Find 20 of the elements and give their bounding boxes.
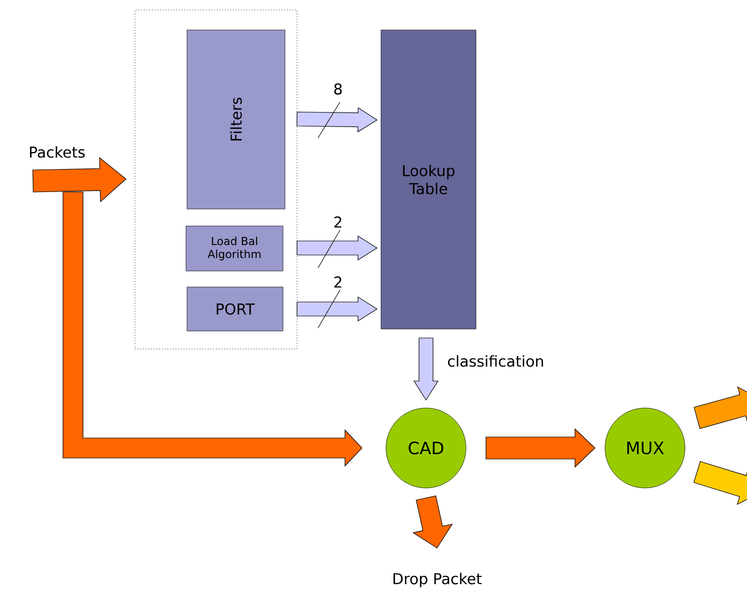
process-box: Filters <box>186 30 286 210</box>
arrow <box>413 338 439 401</box>
edge-label: 2 <box>334 216 342 228</box>
arrow <box>486 428 596 468</box>
process-box: Lookup Table <box>380 30 476 330</box>
text-label: Packets <box>30 146 85 158</box>
edge-label: 2 <box>334 276 342 288</box>
edge-label: 8 <box>334 83 342 95</box>
arrow <box>296 235 378 261</box>
text-label: Drop Packet <box>394 572 482 588</box>
arrow <box>296 296 378 322</box>
arrow <box>296 107 378 132</box>
edge-label: classification <box>448 355 543 367</box>
arrow <box>32 156 126 202</box>
process-box: PORT <box>186 286 284 332</box>
arrow <box>412 496 453 548</box>
arrow <box>694 386 747 429</box>
dotted-group-box <box>134 10 298 350</box>
arrow <box>62 192 362 467</box>
process-box: Load Bal Algorithm <box>186 226 284 272</box>
